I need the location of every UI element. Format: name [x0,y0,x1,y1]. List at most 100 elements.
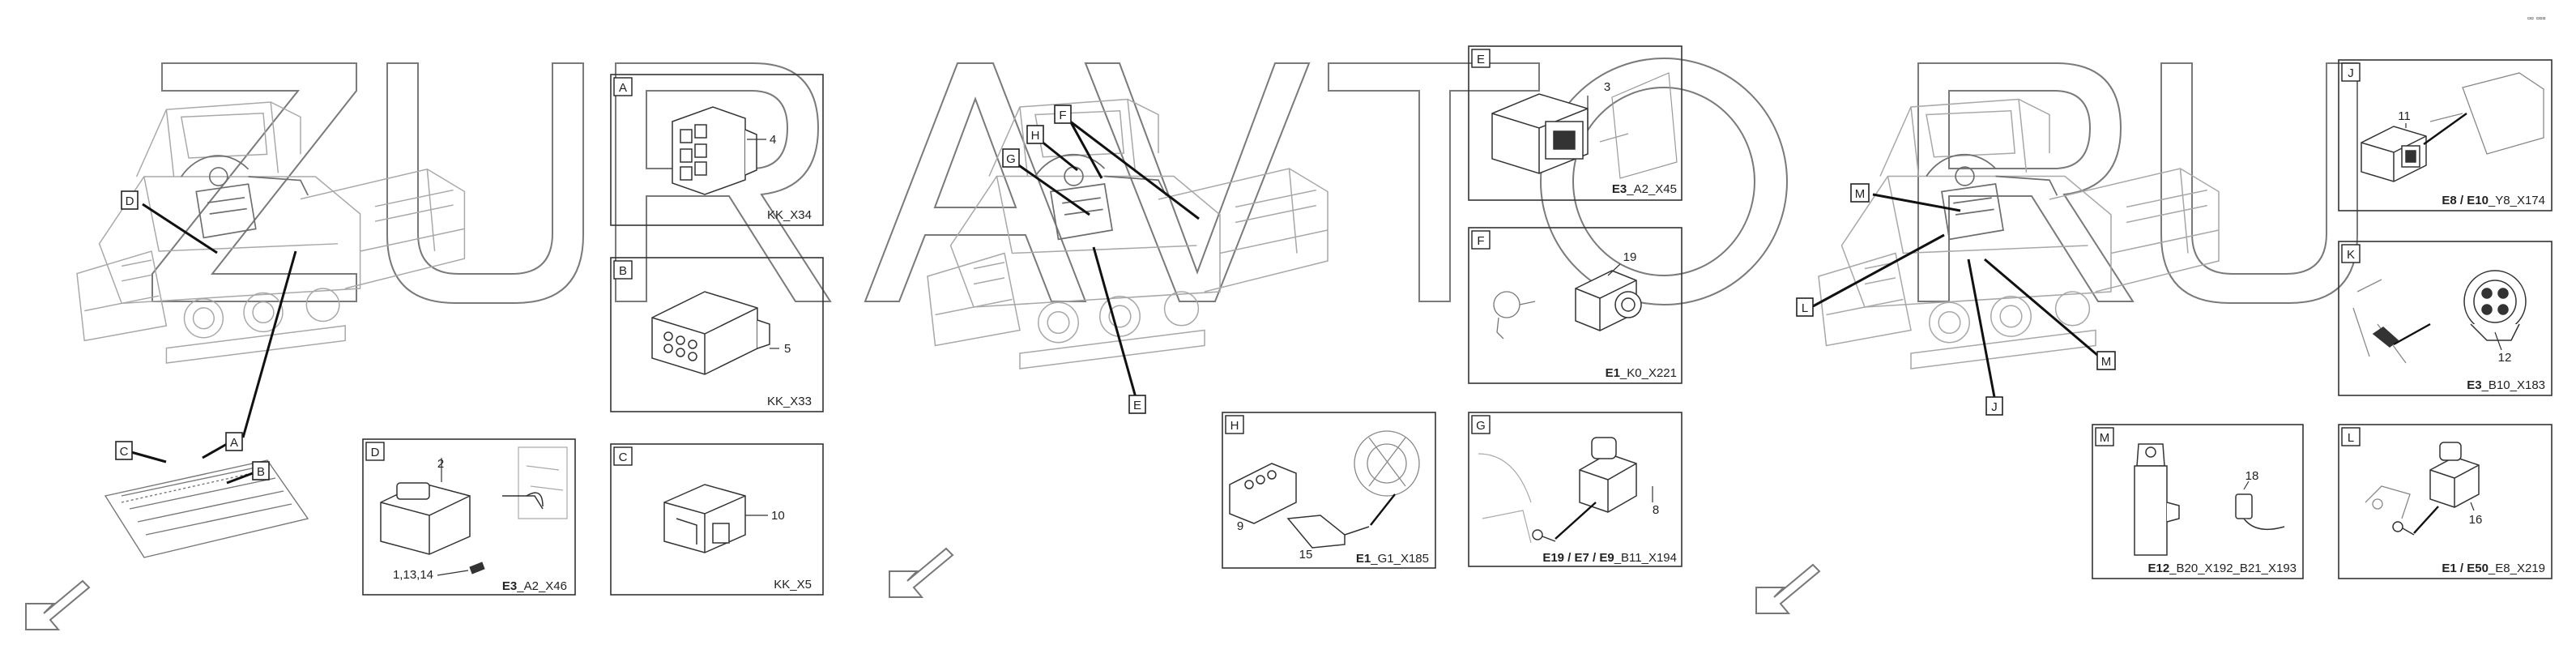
callout-m-right-top: M [1850,183,1870,203]
svg-text:E1 / E50_E8_X219: E1 / E50_E8_X219 [2442,562,2545,575]
svg-text:M: M [1855,187,1866,201]
svg-text:KK_X5: KK_X5 [774,578,812,592]
svg-text:A: A [619,81,627,95]
svg-text:E8 / E10_Y8_X174: E8 / E10_Y8_X174 [2442,194,2545,207]
callout-d-left: D [121,190,139,210]
svg-text:G: G [1006,152,1016,166]
connector-plug-icon [1491,93,1589,174]
detail-panel-e: E 3 E3_A2_X45 [1468,45,1683,201]
svg-text:K: K [2347,248,2355,262]
north-arrow-icon [1755,564,1820,614]
svg-text:L: L [1802,301,1808,315]
svg-text:9: 9 [1237,519,1243,533]
svg-text:L: L [2348,431,2354,445]
svg-text:M: M [2100,431,2110,445]
detail-panel-d: D 2 1,13,14 E3_A2_X46 [362,438,576,596]
svg-text:12: 12 [2498,351,2512,365]
paver-overview-right [1818,98,2220,369]
svg-text:H: H [1031,129,1040,143]
svg-text:B: B [619,264,627,278]
detail-panel-l: L 16 E1 / E50_E8_X219 [2338,424,2553,579]
watermark-letter-o [1540,58,1788,305]
svg-text:J: J [2348,66,2354,80]
svg-text:M: M [2101,355,2112,369]
svg-text:18: 18 [2245,469,2259,483]
callout-g-middle: G [1002,148,1020,168]
svg-text:B: B [257,465,265,479]
svg-text:C: C [619,451,628,464]
watermark-letter-a [864,62,1087,302]
svg-text:E1_G1_X185: E1_G1_X185 [1356,552,1429,566]
watermark-letter-t [1328,62,1540,302]
svg-text:3: 3 [1604,80,1610,94]
north-arrow-icon [25,580,90,630]
svg-text:1,13,14: 1,13,14 [393,568,433,582]
svg-text:5: 5 [784,342,791,356]
svg-text:16: 16 [2469,513,2483,527]
svg-text:10: 10 [771,509,785,523]
callout-e-middle: E [1128,395,1146,414]
svg-text:E1_K0_X221: E1_K0_X221 [1606,366,1677,380]
svg-text:H: H [1230,419,1239,433]
leader-lines [130,114,2104,485]
connector-plug-icon [663,484,746,553]
callout-l-right: L [1796,297,1814,317]
connector-plug-icon [1579,437,1637,513]
watermark-letter-u2 [2160,62,2358,304]
svg-text:4: 4 [770,133,776,147]
connector-plug-icon [2392,442,2480,536]
watermark [151,58,2358,305]
watermark-letter-z [151,62,357,302]
detail-panel-j: J 11 E8 / E10_Y8_X174 [2338,59,2553,211]
callout-f-middle: F [1054,105,1072,124]
north-arrow-icon [889,548,953,598]
svg-text:19: 19 [1623,250,1637,264]
detail-panel-b: B 5 KK_X33 [610,257,824,412]
svg-text:11: 11 [2398,109,2411,123]
connector-plug-icon [672,106,757,195]
callout-h-middle: H [1026,125,1044,144]
callout-a-left: A [225,432,243,451]
control-panel-detail [104,459,309,558]
svg-text:E3_A2_X46: E3_A2_X46 [502,579,567,593]
svg-text:F: F [1477,234,1484,248]
connector-plug-icon [651,291,770,375]
svg-text:F: F [1059,109,1066,122]
svg-text:15: 15 [1299,548,1313,562]
svg-text:A: A [230,436,238,450]
svg-text:G: G [1476,419,1486,433]
svg-text:E12_B20_X192_B21_X193: E12_B20_X192_B21_X193 [2147,562,2297,575]
svg-text:E: E [1477,53,1485,66]
svg-text:D: D [126,194,134,208]
paver-overview-middle [927,98,1329,369]
svg-text:E3_A2_X45: E3_A2_X45 [1612,182,1677,196]
connector-plug-icon [1229,463,1370,549]
connector-plug-icon [1575,270,1642,331]
svg-text:KK_X33: KK_X33 [767,395,812,408]
detail-panel-m: M 18 E12_B20_X192_B21_X193 [2092,424,2304,579]
svg-text:D: D [371,446,380,459]
svg-text:E19 / E7 / E9_B11_X194: E19 / E7 / E9_B11_X194 [1542,551,1677,565]
detail-panel-k: K 12 E3_B10_X183 [2338,241,2553,396]
callout-b-left: B [252,461,270,480]
svg-text:E: E [1133,399,1141,412]
svg-text:C: C [120,445,129,459]
paver-overview-left [76,101,466,364]
svg-text:E3_B10_X183: E3_B10_X183 [2467,378,2545,392]
svg-text:2: 2 [437,457,444,471]
corner-mark: ▫▫ ▫▫▫ [2527,14,2546,23]
detail-panel-c: C 10 KK_X5 [610,443,824,596]
callout-j-right: J [1985,396,2003,416]
connector-plug-icon [380,482,544,555]
svg-text:J: J [1991,400,1998,414]
callout-c-left: C [115,441,133,460]
detail-panel-h: H 9 15 E1_G1_X185 [1222,412,1436,569]
connector-plug-icon [2361,126,2427,182]
svg-text:8: 8 [1653,503,1659,517]
detail-panel-g: G 8 E19 / E7 / E9_B11_X194 [1468,412,1683,567]
svg-text:KK_X34: KK_X34 [767,208,812,222]
watermark-letter-r [615,62,832,302]
connector-plug-icon [2372,270,2527,348]
connector-plug-icon [2235,493,2285,531]
